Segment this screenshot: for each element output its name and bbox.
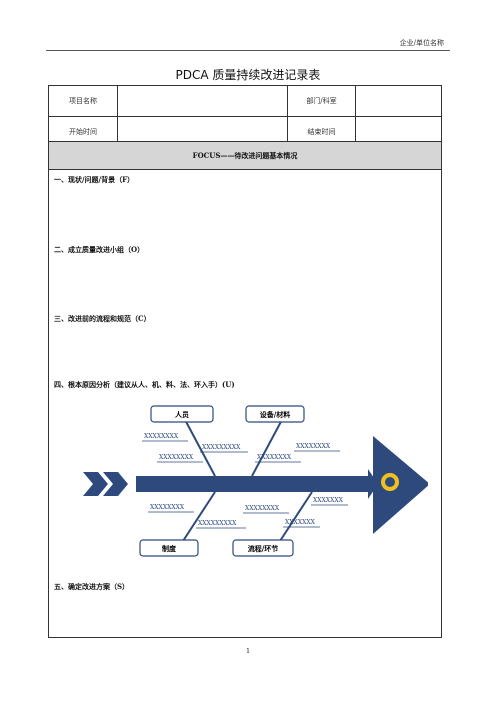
cause-text: XXXXXXXX xyxy=(257,454,292,461)
page-number: 1 xyxy=(246,648,250,655)
focus-section-header: FOCUS——待改进问题基本情况 xyxy=(48,141,442,170)
box-people xyxy=(150,405,214,423)
section-heading-u: 四、根本原因分析（建议从人、机、料、法、环入手）(U) xyxy=(54,380,235,389)
header-org-name: 企业/单位名称 xyxy=(399,39,444,47)
cause-text: XXXXXXX xyxy=(285,519,316,526)
project-name-label: 项目名称 xyxy=(48,85,118,117)
label-equipment: 设备/材料 xyxy=(260,410,291,419)
label-process: 流程/环节 xyxy=(248,544,279,553)
section-heading-o: 二、成立质量改进小组（O） xyxy=(54,245,145,254)
document-title: PDCA 质量持续改进记录表 xyxy=(175,68,321,82)
tail-chevron-2 xyxy=(103,472,128,496)
cause-text: XXXXXXXXX xyxy=(198,520,237,527)
cause-text: XXXXXXXX xyxy=(144,433,179,440)
dept-field[interactable] xyxy=(355,85,442,117)
cause-text: XXXXXXXX xyxy=(150,504,185,511)
bone-equipment xyxy=(251,415,285,477)
bone-system xyxy=(182,491,216,542)
focus-content-box xyxy=(48,168,442,638)
section-heading-f: 一、现状/问题/背景（F） xyxy=(54,175,135,184)
bone-process xyxy=(279,491,313,542)
cause-text: XXXXXXXXX xyxy=(202,444,241,451)
header-divider xyxy=(46,50,450,51)
cause-text: XXXXXXX xyxy=(313,497,344,504)
cause-text: XXXXXXXX xyxy=(159,454,194,461)
fishbone-eye xyxy=(381,473,399,491)
bone-people xyxy=(182,415,216,477)
label-people: 人员 xyxy=(175,410,189,419)
box-equipment xyxy=(245,405,305,423)
section-heading-c: 三、改进前的流程和规范（C） xyxy=(54,314,151,323)
tail-chevron-1 xyxy=(83,472,108,496)
fishbone-diagram: 人员 设备/材料 制度 流程/环节 XXXXXXXX XXXXXXXXX XXX… xyxy=(83,405,428,557)
project-name-field[interactable] xyxy=(117,85,288,117)
dept-label: 部门/科室 xyxy=(287,85,356,117)
fishbone-spine xyxy=(136,469,378,499)
box-process xyxy=(232,539,294,557)
project-info-table: 项目名称 部门/科室 开始时间 结束时间 xyxy=(48,85,442,148)
box-system xyxy=(139,539,199,557)
cause-text: XXXXXXXX xyxy=(245,505,280,512)
cause-text: XXXXXXXX xyxy=(296,443,331,450)
fishbone-head xyxy=(373,436,428,534)
section-heading-s: 五、确定改进方案（S） xyxy=(54,582,130,591)
label-system: 制度 xyxy=(162,544,177,553)
